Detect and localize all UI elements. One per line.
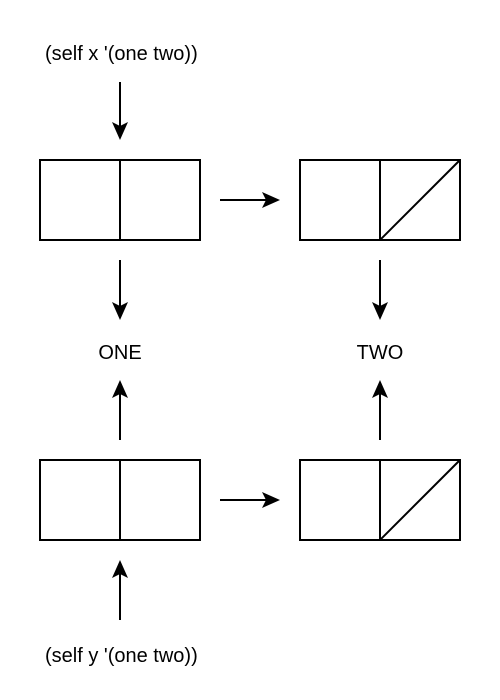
top-cons-cell-1 bbox=[39, 159, 201, 241]
arrow-bottom-cell1-to-cell2 bbox=[220, 492, 280, 508]
arrow-bottom-cell2-to-two bbox=[372, 380, 388, 440]
arrow-bottom-label-to-cell bbox=[112, 560, 128, 620]
top-expression-label: (self x '(one two)) bbox=[45, 43, 198, 65]
top-cons-cell-2-nil-slash bbox=[379, 159, 461, 241]
symbol-two-label: TWO bbox=[357, 342, 404, 364]
symbol-one-label: ONE bbox=[98, 342, 141, 364]
arrow-top-label-to-cell bbox=[112, 82, 128, 140]
bottom-cons-cell-1 bbox=[39, 459, 201, 541]
bottom-cons-cell-2 bbox=[299, 459, 461, 541]
arrow-top-cell2-to-two bbox=[372, 260, 388, 320]
bottom-expression-label: (self y '(one two)) bbox=[45, 645, 198, 667]
bottom-cons-cell-2-nil-slash bbox=[379, 459, 461, 541]
arrow-top-cell1-to-one bbox=[112, 260, 128, 320]
arrow-top-cell1-to-cell2 bbox=[220, 192, 280, 208]
arrow-bottom-cell1-to-one bbox=[112, 380, 128, 440]
top-cons-cell-2 bbox=[299, 159, 461, 241]
